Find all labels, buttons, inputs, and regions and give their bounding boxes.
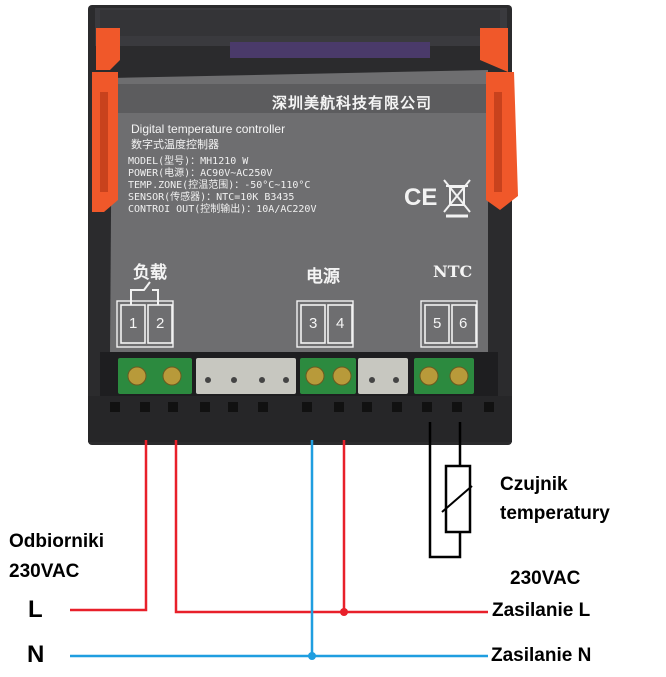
terminal-box-4 [327,304,353,344]
label-panel [110,70,488,353]
terminal-4: 4 [336,315,345,332]
ce-weee-marks: CE [404,179,471,218]
line-N-label: N [27,641,45,668]
terminal-box-5 [424,304,450,344]
terminal-2: 2 [156,315,165,332]
spec-list: MODEL(型号)：MH1210 W POWER(电源)：AC90V~AC250… [128,156,316,216]
spec-temp-zone: TEMP.ZONE(控温范围)：-50°C~110°C [128,180,311,191]
relay-symbol [130,281,159,305]
supply-L-label: Zasilanie L [492,600,591,621]
terminal-3: 3 [309,315,318,332]
terminal-box-1 [120,304,146,344]
wire-L-load [70,440,148,612]
loads-label-line1: Odbiorniki [9,531,104,552]
device-title-cn: 数字式温度控制器 [131,138,219,151]
latch-right [480,28,518,210]
wire-N [70,440,488,658]
terminal-box-6 [451,304,477,344]
wire-L-supply [174,440,488,614]
terminal-group-frame-1 [116,300,174,348]
spec-power: POWER(电源)：AC90V~AC250V [128,168,273,179]
terminal-strip [88,352,512,442]
sensor-wire [428,422,462,559]
terminal-6: 6 [459,315,468,332]
sensor-label-line1: Czujnik [500,474,568,495]
manufacturer-label: 深圳美航科技有限公司 [272,94,433,112]
terminal-number-boxes [116,300,478,348]
terminal-box-3 [300,304,326,344]
junction-L [340,608,348,616]
group-label-power: 电源 [306,267,340,287]
supply-voltage-label: 230VAC [510,568,581,589]
ce-mark: CE [404,184,437,211]
terminal-1: 1 [129,315,138,332]
device-title-en: Digital temperature controller [131,122,286,136]
terminal-box-2 [147,304,173,344]
line-L-label: L [28,596,43,623]
junction-N [308,652,316,660]
spec-sensor: SENSOR(传感器)：NTC=10K B3435 [128,192,295,203]
sensor-label-line2: temperatury [500,503,610,524]
terminal-5: 5 [433,315,442,332]
supply-N-label: Zasilanie N [491,645,592,666]
terminal-group-frame-2 [296,300,354,348]
loads-label-line2: 230VAC [9,561,80,582]
spec-control-out: CONTROI OUT(控制输出)：10A/AC220V [128,204,317,215]
weee-bin-icon [443,179,471,218]
terminal-group-frame-3 [420,300,478,348]
group-label-load: 负载 [133,263,167,283]
spec-model: MODEL(型号)：MH1210 W [128,156,249,167]
wiring [70,422,488,660]
group-label-ntc: NTC [433,262,473,281]
latch-left [92,28,120,212]
